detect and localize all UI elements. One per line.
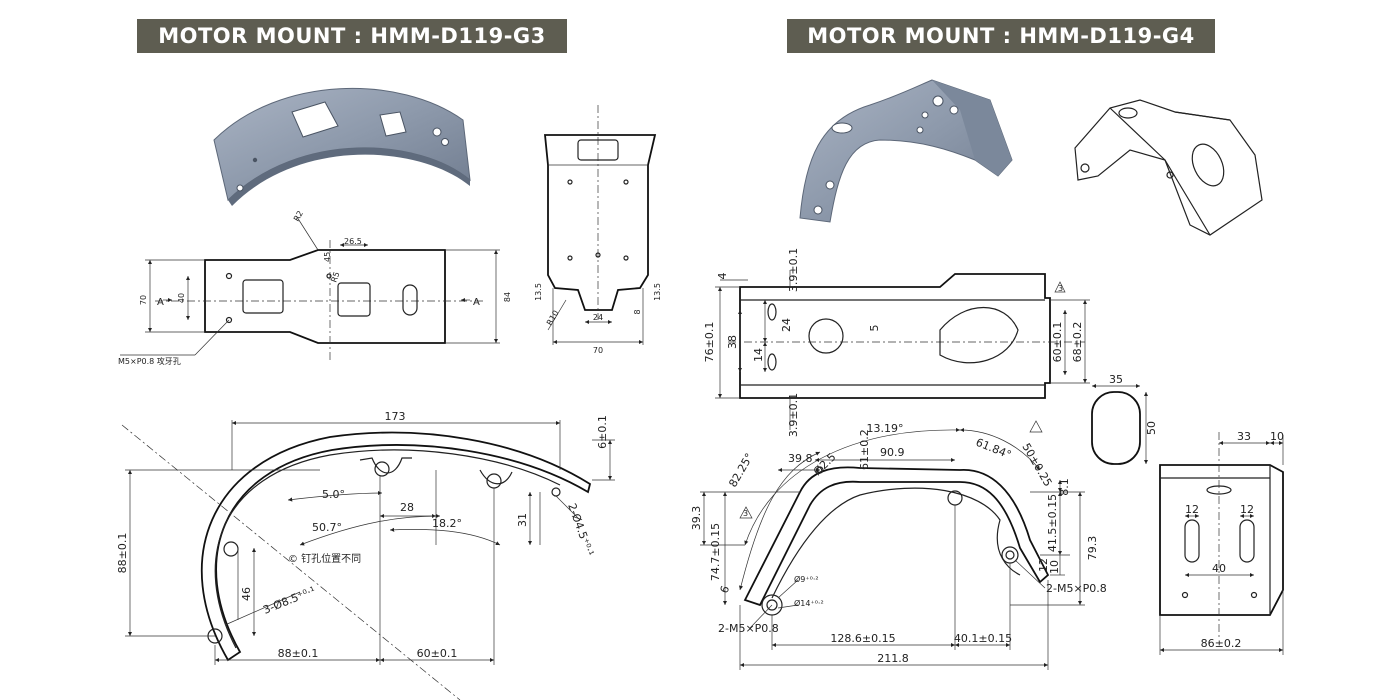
g3-side-dim-13-5-right: 13.5 <box>653 283 662 301</box>
g3-dim-r5: R5 <box>329 271 341 284</box>
g3-dim-31: 31 <box>516 513 529 527</box>
g4-3d-render-shaded <box>799 79 1013 223</box>
g4-dim-m5-left: 2-M5×P0.8 <box>718 622 779 635</box>
g4-dim-41-5: 41.5±0.15 <box>1046 494 1059 552</box>
g4-profile-view <box>700 420 1085 670</box>
g4-dim-50-25: 50±0.25 <box>1019 441 1054 489</box>
g4-end-dim-86: 86±0.2 <box>1201 637 1242 650</box>
g4-dim-10: 10 <box>1048 560 1061 574</box>
g4-slot-dim-50: 50 <box>1145 421 1158 435</box>
g4-dim-60: 60±0.1 <box>1051 322 1064 363</box>
g3-side-dim-13-5-left: 13.5 <box>534 283 543 301</box>
g3-dim-84: 84 <box>503 292 512 302</box>
g4-dim-90-9: 90.9 <box>880 446 905 459</box>
g4-dim-3-9-bottom: 3.9±0.1 <box>787 393 800 437</box>
g4-dim-5: 5 <box>868 325 881 332</box>
g3-dim-46: 46 <box>240 587 253 601</box>
g4-slot-detail <box>1091 383 1149 465</box>
g3-dim-60: 60±0.1 <box>417 647 458 660</box>
g4-dim-m5-right: 2-M5×P0.8 <box>1046 582 1107 595</box>
g4-end-dim-12-right: 12 <box>1240 503 1254 516</box>
g3-dim-28: 28 <box>400 501 414 514</box>
g3-dim-hole-right: 2-Ø4.5⁺⁰·¹ <box>565 502 596 558</box>
g4-end-view <box>1159 432 1284 655</box>
g4-dim-82-25: 82.25° <box>726 451 756 490</box>
g4-dim-38: 38 <box>726 335 739 349</box>
g3-section-a-left: A <box>157 297 164 308</box>
g3-dim-70: 70 <box>139 295 148 305</box>
g3-profile-view <box>121 420 615 700</box>
g3-note-hole-position: © 钉孔位置不同 <box>288 552 361 565</box>
g3-dim-hole-left: 3-Ø8.5⁺⁰·¹ <box>261 584 317 617</box>
g4-triangle-note-top: 3 <box>1058 284 1063 293</box>
g3-dim-40: 40 <box>177 293 186 303</box>
g4-end-dim-33: 33 <box>1237 430 1251 443</box>
g4-dim-39-8: 39.8 <box>788 452 813 465</box>
g4-dim-phi14: Ø14⁺⁰·² <box>794 598 824 608</box>
g4-end-dim-10: 10 <box>1270 430 1284 443</box>
g3-dim-r2: R2 <box>292 209 305 223</box>
g4-dim-4: 4 <box>716 273 729 280</box>
g4-dim-6: 6 <box>718 584 733 595</box>
g3-dim-88-horizontal: 88±0.1 <box>278 647 319 660</box>
g4-dim-12: 12 <box>1037 558 1050 572</box>
g4-slot-dim-35: 35 <box>1109 373 1123 386</box>
g3-dim-18-2: 18.2° <box>432 517 462 530</box>
g3-side-dim-24: 24 <box>593 313 603 322</box>
g4-end-dim-12-left: 12 <box>1185 503 1199 516</box>
g3-dim-26-5: 26.5 <box>344 237 362 246</box>
g4-3d-render-wireframe <box>1074 99 1263 236</box>
g4-triangle-note-profile: 3 <box>743 509 748 518</box>
g3-3d-render <box>213 87 471 206</box>
g4-dim-68: 68±0.2 <box>1071 322 1084 363</box>
g4-dim-8-1: 8.1 <box>1058 478 1071 496</box>
g3-dim-173: 173 <box>385 410 406 423</box>
g4-dim-128-6: 128.6±0.15 <box>830 632 895 645</box>
g3-section-a-right: A <box>473 297 480 308</box>
g4-dim-14: 14 <box>752 348 765 362</box>
g4-top-view <box>715 270 1090 430</box>
g4-dim-211-8: 211.8 <box>877 652 909 665</box>
g3-top-view <box>120 216 500 360</box>
g4-dim-13-19: 13.19° <box>867 422 904 435</box>
g4-dim-40-1: 40.1±0.15 <box>954 632 1012 645</box>
g4-dim-61-84: 61.84° <box>974 436 1013 462</box>
g4-dim-phi9: Ø9⁺⁰·² <box>794 574 819 584</box>
g3-side-dim-r10: R10 <box>545 309 561 327</box>
g3-dim-45: 45 <box>323 252 332 262</box>
g3-dim-5deg: 5.0° <box>322 488 345 501</box>
title-banner-g4: MOTOR MOUNT : HMM-D119-G4 <box>787 19 1215 53</box>
g4-dim-39-3: 39.3 <box>690 506 703 531</box>
g4-dim-61: 61±0.2 <box>858 429 871 470</box>
g4-dim-79-3: 79.3 <box>1086 536 1099 561</box>
g3-side-view <box>544 105 657 345</box>
g4-dim-74-7: 74.7±0.15 <box>709 523 722 581</box>
g3-note-m5: M5×P0.8 攻牙孔 <box>118 356 181 366</box>
g3-dim-50-7: 50.7° <box>312 521 342 534</box>
g4-dim-24: 24 <box>780 318 793 332</box>
title-banner-g3: MOTOR MOUNT : HMM-D119-G3 <box>137 19 567 53</box>
g3-dim-88-vertical: 88±0.1 <box>116 533 129 574</box>
g3-side-dim-70: 70 <box>593 346 603 355</box>
g4-dim-76: 76±0.1 <box>703 322 716 363</box>
g3-side-dim-8: 8 <box>633 309 642 314</box>
g4-dim-3-9-top: 3.9±0.1 <box>787 248 800 292</box>
g4-end-dim-40: 40 <box>1212 562 1226 575</box>
g3-dim-6: 6±0.1 <box>596 415 609 449</box>
